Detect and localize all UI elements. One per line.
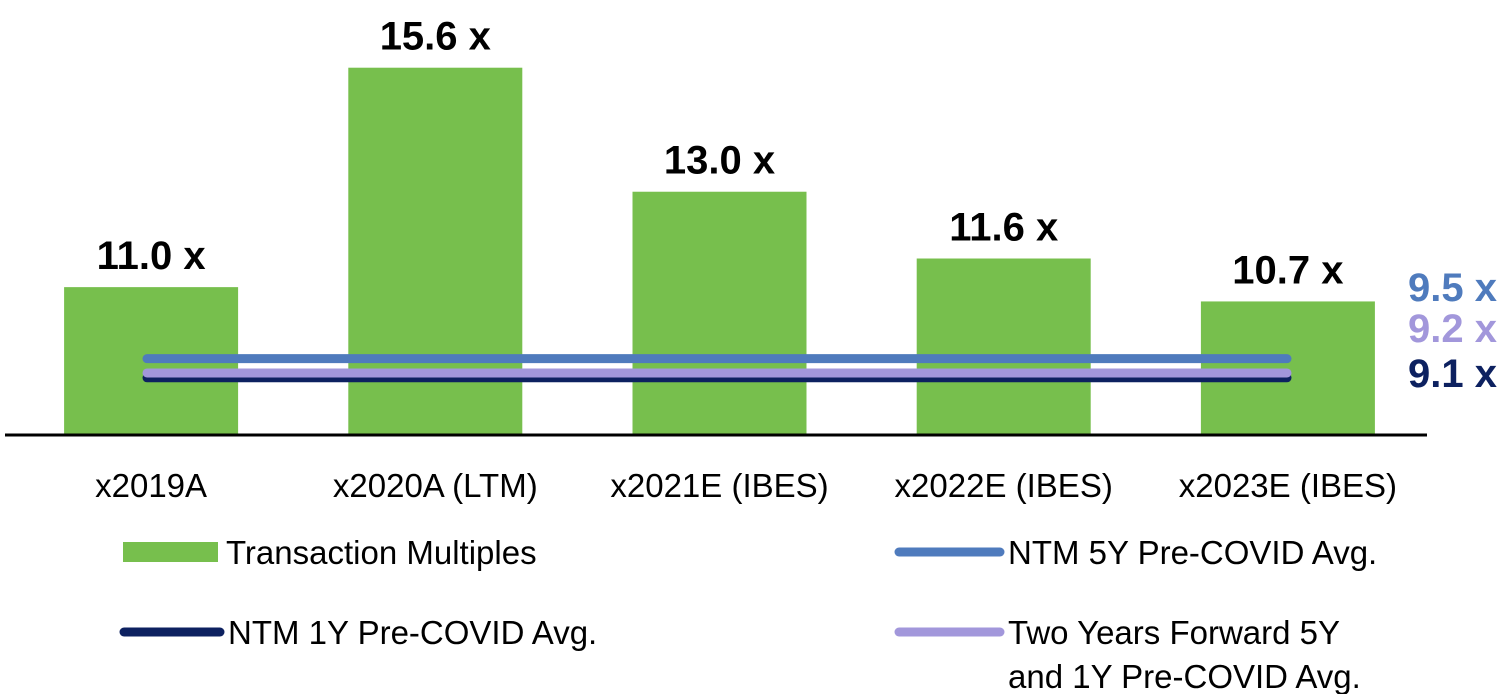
legend-label: Transaction Multiples <box>226 534 537 571</box>
bar-value-label: 10.7 x <box>1232 248 1343 292</box>
bar-value-label: 11.0 x <box>97 234 206 278</box>
reference-value-label: 9.1 x <box>1408 352 1497 396</box>
legend: Transaction Multiples NTM 5Y Pre-COVID Av… <box>119 534 1377 694</box>
reference-labels-group: 9.1 x9.2 x9.5 x <box>1408 266 1497 396</box>
bar-x2021e-ibes <box>632 191 807 435</box>
bar-value-label: 15.6 x <box>380 15 491 59</box>
bar-value-label: 11.6 x <box>949 206 1058 250</box>
x-tick-label: x2023E (IBES) <box>1179 467 1397 504</box>
reference-value-label: 9.2 x <box>1408 307 1497 351</box>
bar-value-label: 13.0 x <box>664 139 775 183</box>
bar-labels-group: 11.0 x 15.6 x 13.0 x 11.6 x 10.7 x <box>97 15 1344 293</box>
x-tick-label: x2022E (IBES) <box>895 467 1113 504</box>
bar-x2023e-ibes <box>1200 301 1375 435</box>
x-tick-label: x2021E (IBES) <box>610 467 828 504</box>
bars-group <box>64 67 1375 436</box>
x-tick-label: x2020A (LTM) <box>333 467 538 504</box>
reference-lines-group <box>142 354 1292 383</box>
x-tick-labels-group: x2019A x2020A (LTM) x2021E (IBES) x2022E (I… <box>95 467 1397 504</box>
legend-swatch <box>123 542 218 562</box>
legend-label: NTM 5Y Pre-COVID Avg. <box>1008 534 1377 571</box>
x-tick-label: x2019A <box>95 467 207 504</box>
reference-value-label: 9.5 x <box>1408 266 1497 310</box>
legend-label: NTM 1Y Pre-COVID Avg. <box>228 614 597 651</box>
bar-x2022e-ibes <box>916 258 1091 435</box>
